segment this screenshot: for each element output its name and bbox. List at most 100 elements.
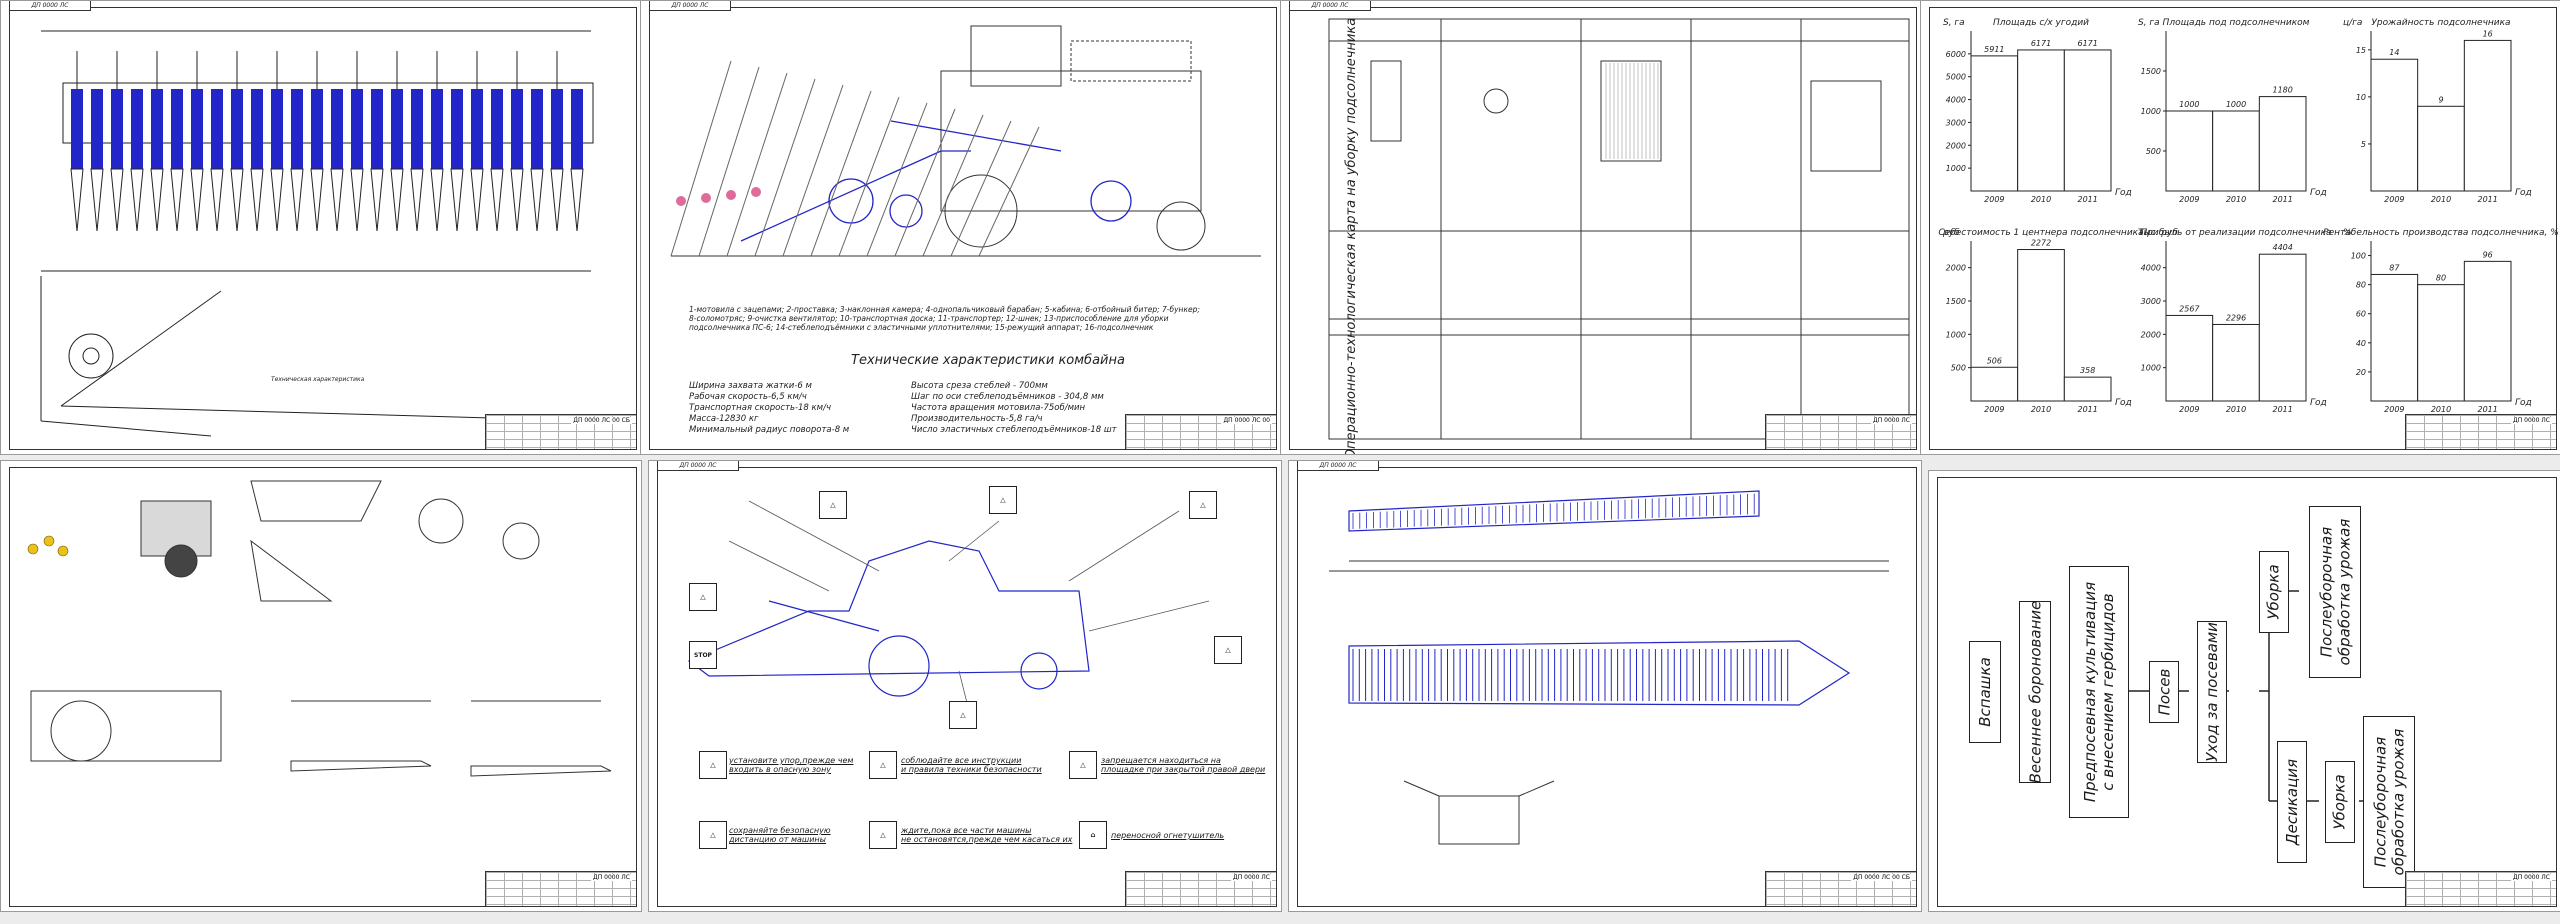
header-finger bbox=[351, 89, 363, 169]
warning-icon: △ bbox=[819, 491, 847, 519]
y-tick-label: 10 bbox=[2356, 93, 2366, 102]
flow-step-postharvest-2: Послеуборочная обработка урожая bbox=[2363, 716, 2415, 888]
header-finger bbox=[311, 89, 323, 169]
finger-tip bbox=[530, 168, 544, 232]
finger-tip bbox=[510, 168, 524, 232]
header-finger bbox=[191, 89, 203, 169]
x-tick-label: 2009 bbox=[1984, 405, 2004, 414]
drawing-sheet-operational-map: ДП 0000 ЛС Операционно-технологическая к… bbox=[1280, 0, 1922, 455]
finger-tip bbox=[150, 168, 164, 232]
x-tick-label: 2011 bbox=[2477, 405, 2497, 414]
bar bbox=[2370, 58, 2419, 192]
finger-tip bbox=[330, 168, 344, 232]
header-finger bbox=[111, 89, 123, 169]
y-tick-label: 500 bbox=[1951, 364, 1966, 373]
flow-step-harvest-1: Уборка bbox=[2259, 551, 2289, 633]
y-axis-label: ц/га bbox=[2343, 18, 2362, 28]
y-tick-label: 5000 bbox=[1946, 73, 1966, 82]
finger-tip bbox=[470, 168, 484, 232]
y-tick-label: 1500 bbox=[2141, 67, 2161, 76]
warning-icon: △ bbox=[1069, 751, 1097, 779]
combine-side-drawing bbox=[670, 25, 1261, 257]
sunflower-head bbox=[701, 193, 711, 203]
x-tick-label: 2011 bbox=[2477, 195, 2497, 204]
finger-tip bbox=[390, 168, 404, 232]
sunflower-stalk bbox=[950, 120, 1012, 257]
warning-text-6: переносной огнетушитель bbox=[1111, 831, 1225, 840]
drawing-sheet-safety: ДП 0000 ЛС △ STOP △ △ △ △ △ △ установите… bbox=[648, 460, 1282, 912]
header-finger bbox=[171, 89, 183, 169]
header-finger bbox=[491, 89, 503, 169]
data-label: 506 bbox=[1987, 356, 2002, 365]
header-finger bbox=[551, 89, 563, 169]
header-finger bbox=[451, 89, 463, 169]
sunflower-stalk bbox=[670, 60, 732, 257]
sheet-tab: ДП 0000 ЛС bbox=[9, 1, 91, 11]
sheet-tab: ДП 0000 ЛС bbox=[649, 1, 731, 11]
header-finger bbox=[391, 89, 403, 169]
data-label: 1180 bbox=[2272, 86, 2292, 95]
bar-chart: Себестоимость 1 центнера подсолнечникару… bbox=[1938, 228, 2143, 414]
y-tick-label: 2000 bbox=[2141, 330, 2161, 339]
operational-table bbox=[1328, 18, 1910, 440]
finger-tip bbox=[130, 168, 144, 232]
data-label: 2567 bbox=[2179, 304, 2200, 313]
sheet-frame bbox=[1929, 7, 2557, 450]
x-tick-label: 2009 bbox=[2384, 195, 2404, 204]
bar bbox=[2212, 323, 2260, 402]
bar bbox=[2165, 110, 2214, 192]
finger-tip bbox=[570, 168, 584, 232]
y-tick-label: 4000 bbox=[2141, 264, 2161, 273]
warning-icon: △ bbox=[949, 701, 977, 729]
title-block: ДП 0000 ЛС 00 bbox=[1125, 414, 1277, 450]
operational-map-title: Операционно-технологическая карта на убо… bbox=[1344, 17, 1360, 455]
flow-step-cultivation: Предпосевная культивация с внесением гер… bbox=[2069, 566, 2129, 818]
x-tick-label: 2011 bbox=[2077, 195, 2097, 204]
finger-tip bbox=[70, 168, 84, 232]
title-block: ДП 0000 ЛС bbox=[2405, 414, 2557, 450]
finger-tip bbox=[250, 168, 264, 232]
sunflower-head bbox=[726, 190, 736, 200]
x-axis-label: Год bbox=[2515, 188, 2532, 198]
bar bbox=[2258, 253, 2307, 402]
sunflower-stalk bbox=[754, 78, 816, 257]
data-label: 96 bbox=[2483, 250, 2493, 259]
sheet-frame bbox=[9, 7, 637, 450]
y-tick-label: 100 bbox=[2351, 252, 2366, 261]
flow-step-postharvest-1: Послеуборочная обработка урожая bbox=[2309, 506, 2361, 678]
bar bbox=[2017, 49, 2065, 192]
sheet-frame bbox=[649, 7, 1277, 450]
y-axis-label: руб bbox=[1942, 228, 1960, 238]
bar bbox=[1970, 366, 2019, 402]
sunflower-stalk bbox=[978, 126, 1040, 257]
warning-icon: △ bbox=[989, 486, 1017, 514]
sheet-tab: ДП 0000 ЛС bbox=[657, 461, 739, 471]
finger-tip bbox=[170, 168, 184, 232]
sunflower-stalk bbox=[782, 84, 844, 257]
header-finger bbox=[431, 89, 443, 169]
data-label: 6171 bbox=[2031, 39, 2051, 48]
x-tick-label: 2011 bbox=[2272, 405, 2292, 414]
finger-tip bbox=[210, 168, 224, 232]
header-drawing: Техническая характеристика bbox=[40, 30, 602, 437]
sunflower-stalk bbox=[726, 72, 788, 257]
bar bbox=[2463, 260, 2512, 402]
warning-icon: △ bbox=[689, 583, 717, 611]
warning-text-2: соблюдайте все инструкции и правила техн… bbox=[901, 756, 1042, 774]
header-finger bbox=[411, 89, 423, 169]
flow-step-harvest-2: Уборка bbox=[2325, 761, 2355, 843]
sheet-frame bbox=[1297, 467, 1917, 907]
drawing-sheet-combine: ДП 0000 ЛС 1-мотовила с зацепами; 2-прос… bbox=[640, 0, 1282, 455]
header-finger bbox=[471, 89, 483, 169]
data-label: 358 bbox=[2080, 366, 2095, 375]
attachment-drawings bbox=[27, 480, 612, 777]
y-tick-label: 5 bbox=[2361, 140, 2366, 149]
y-tick-label: 2000 bbox=[1946, 141, 1966, 150]
y-tick-label: 1000 bbox=[2141, 364, 2161, 373]
finger-tip bbox=[490, 168, 504, 232]
header-finger bbox=[271, 89, 283, 169]
x-tick-label: 2010 bbox=[2031, 405, 2051, 414]
